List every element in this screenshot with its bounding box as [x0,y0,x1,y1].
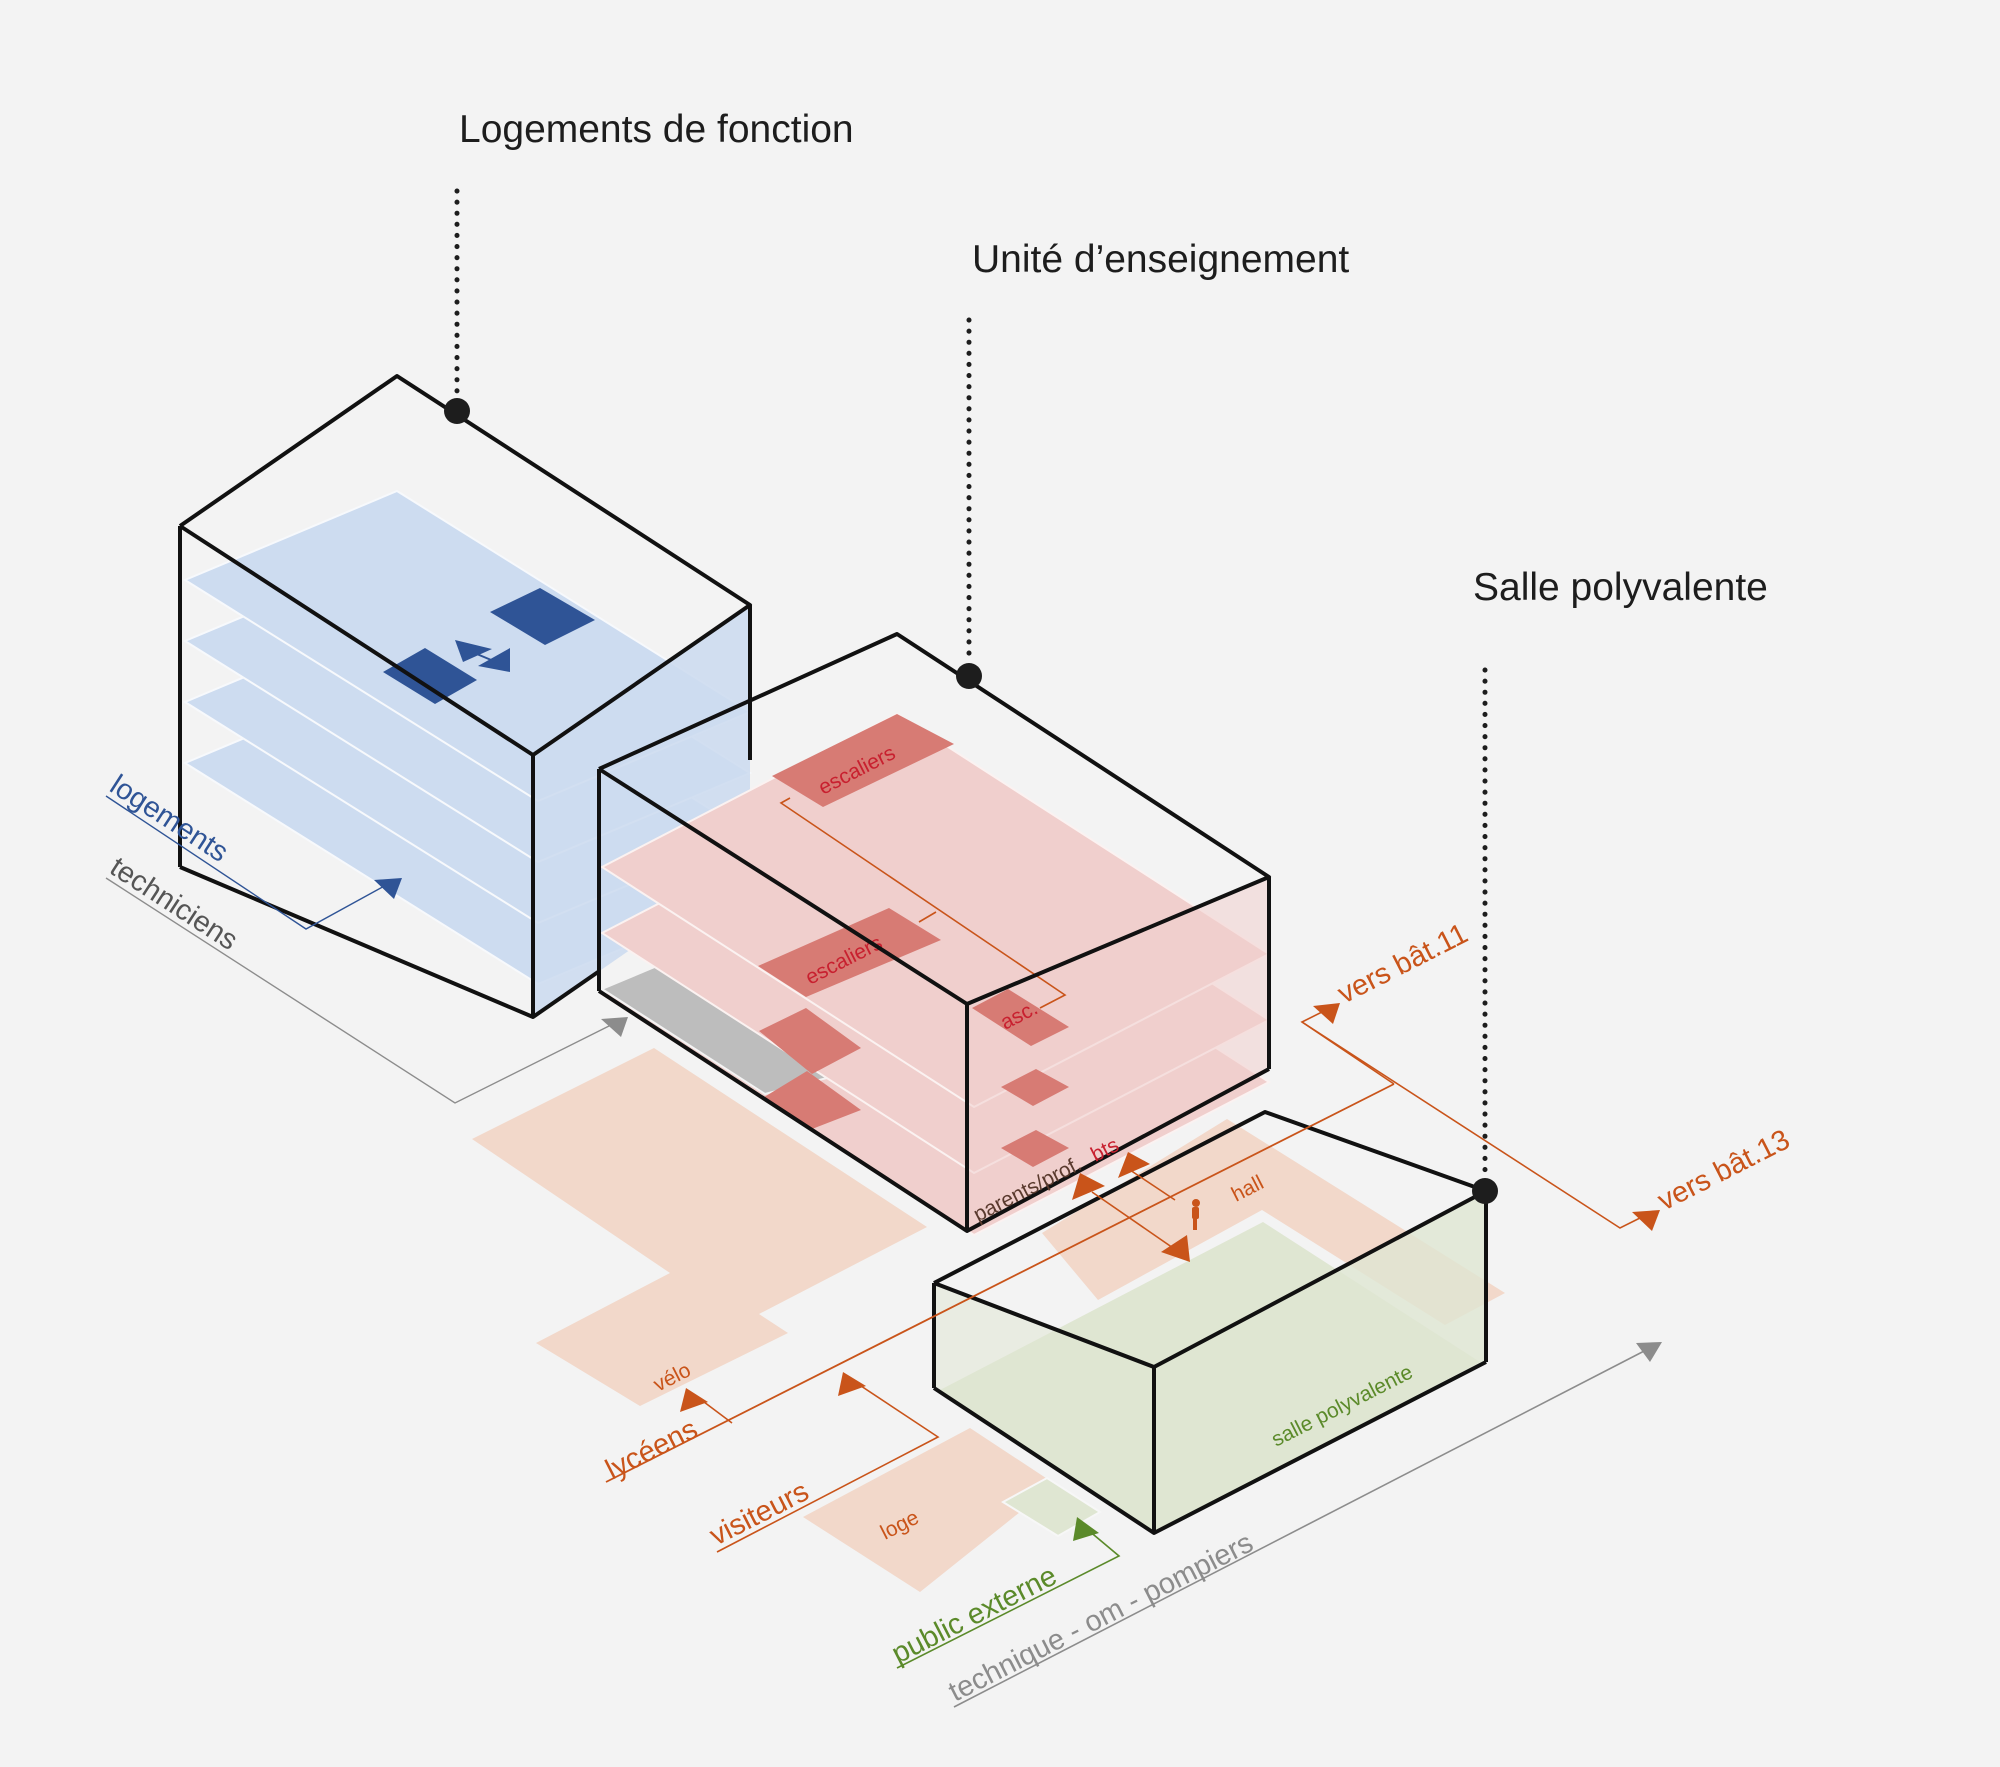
lift-block [972,989,1069,1046]
techniciens-underline [105,877,616,1104]
title-logements-de-fonction: Logements de fonction [459,108,854,151]
anchor-dot-hall [1472,1178,1498,1204]
vertical-circulation-link [779,797,1067,1009]
hall-double-arrow-line [1091,1191,1177,1251]
stairs-block-top [772,714,954,807]
lyceens-underline [605,1083,1395,1483]
vertical-circulation-branch [918,911,937,923]
teaching-block: escaliers escaliers asc. parents/prof. b… [597,632,1271,1237]
hall-outline-bottom [932,1360,1487,1535]
stairs-block-mid [758,908,941,997]
housing-block [178,374,753,1019]
hall-front-face [934,1283,1154,1533]
arrow-up-icon [1073,1517,1099,1541]
arrow-up-icon [1118,1152,1150,1178]
technique-underline [953,1347,1651,1708]
lift-block-3 [1001,1130,1069,1167]
public-externe-underline [896,1529,1121,1669]
housing-unit-a [383,648,477,704]
arrow-right-icon [374,878,402,899]
arrow-right-icon [1632,1210,1660,1231]
ground-area-loge [803,1428,1055,1592]
housing-unit-b [490,588,595,645]
arrow-down-icon [1161,1235,1190,1262]
title-unite-enseignement: Unité d’enseignement [972,238,1349,281]
arrow-up-icon [455,640,492,662]
arrow-down-icon [478,648,510,672]
title-salle-polyvalente: Salle polyvalente [1473,566,1768,609]
velo-branch [699,1398,733,1424]
vers-bat-13-line [1301,1021,1649,1229]
ground-area-public-entrance [1001,1476,1102,1538]
arrow-right-icon [1636,1342,1662,1362]
anchor-dot-housing [444,398,470,424]
logements-underline [105,795,389,930]
arrow-right-icon [601,1017,628,1037]
arrow-up-icon [680,1388,708,1412]
person-icon [1192,1199,1200,1230]
ground-area-velo [472,1048,927,1406]
arrow-up-icon [838,1372,866,1396]
core-block-1 [759,1008,861,1074]
lift-block-2 [1001,1069,1069,1106]
housing-link-line [471,651,497,663]
hall-side-face [1154,1191,1486,1533]
housing-outline-bottom [179,865,600,1019]
arrow-right-icon [1313,1003,1340,1024]
housing-front-face [533,605,750,1017]
arrow-up-icon [1072,1173,1105,1200]
hall-entry-line [1129,1169,1176,1201]
visiteurs-underline [716,1381,940,1553]
teaching-outline-bottom [597,989,1270,1233]
core-block-2 [761,1071,861,1129]
anchor-dot-teaching [956,663,982,689]
